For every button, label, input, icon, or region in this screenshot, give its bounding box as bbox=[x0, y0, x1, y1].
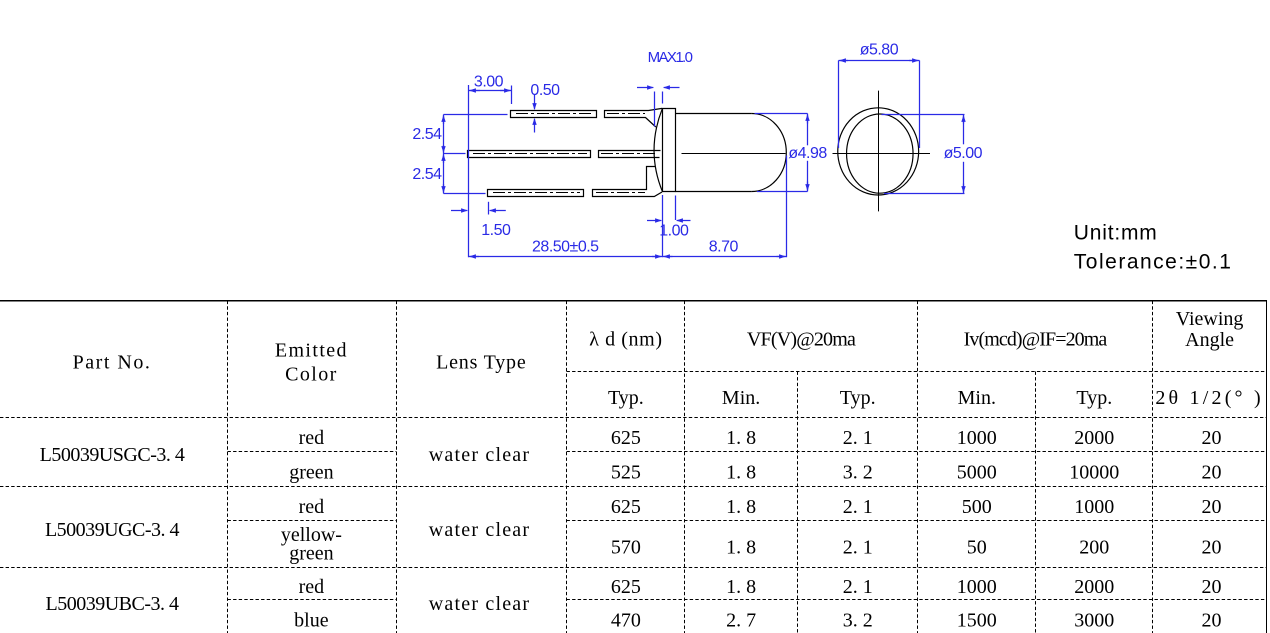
svg-text:500: 500 bbox=[962, 496, 992, 518]
svg-text:Color: Color bbox=[285, 364, 338, 386]
svg-text:50: 50 bbox=[967, 536, 987, 558]
svg-text:1000: 1000 bbox=[1074, 496, 1114, 518]
svg-text:625: 625 bbox=[611, 427, 641, 449]
svg-text:1. 8: 1. 8 bbox=[726, 536, 756, 558]
svg-text:20: 20 bbox=[1202, 576, 1222, 598]
svg-text:3. 2: 3. 2 bbox=[843, 610, 873, 632]
svg-text:470: 470 bbox=[611, 610, 641, 632]
svg-text:green: green bbox=[289, 461, 333, 483]
svg-text:1.50: 1.50 bbox=[481, 222, 511, 239]
svg-text:Unit:mm: Unit:mm bbox=[1074, 222, 1158, 245]
svg-text:2. 1: 2. 1 bbox=[843, 536, 873, 558]
svg-text:10000: 10000 bbox=[1069, 461, 1119, 483]
svg-text:3000: 3000 bbox=[1074, 610, 1114, 632]
svg-text:2.54: 2.54 bbox=[412, 126, 442, 143]
svg-text:ø5.00: ø5.00 bbox=[944, 145, 983, 162]
svg-text:2θ 1/2(° ): 2θ 1/2(° ) bbox=[1155, 387, 1263, 409]
svg-text:3.00: 3.00 bbox=[474, 74, 504, 91]
svg-text:525: 525 bbox=[611, 461, 641, 483]
svg-text:MAX1.0: MAX1.0 bbox=[648, 49, 693, 66]
svg-text:2. 1: 2. 1 bbox=[843, 427, 873, 449]
svg-text:1000: 1000 bbox=[957, 427, 997, 449]
svg-text:1500: 1500 bbox=[957, 610, 997, 632]
svg-text:water clear: water clear bbox=[429, 519, 530, 541]
svg-text:1000: 1000 bbox=[957, 576, 997, 598]
svg-text:1. 8: 1. 8 bbox=[726, 576, 756, 598]
svg-text:Min.: Min. bbox=[958, 387, 996, 409]
svg-text:625: 625 bbox=[611, 496, 641, 518]
svg-text:water clear: water clear bbox=[429, 444, 530, 466]
svg-text:Angle: Angle bbox=[1185, 329, 1234, 351]
svg-text:water clear: water clear bbox=[429, 593, 530, 615]
svg-text:red: red bbox=[299, 427, 325, 449]
svg-text:2. 1: 2. 1 bbox=[843, 576, 873, 598]
svg-text:2. 7: 2. 7 bbox=[726, 610, 756, 632]
svg-text:Typ.: Typ. bbox=[608, 387, 644, 409]
svg-text:5000: 5000 bbox=[957, 461, 997, 483]
svg-text:20: 20 bbox=[1202, 536, 1222, 558]
svg-text:Part No.: Part No. bbox=[73, 352, 152, 374]
svg-text:1.00: 1.00 bbox=[659, 222, 689, 239]
svg-text:L50039USGC-3. 4: L50039USGC-3. 4 bbox=[40, 444, 185, 466]
svg-text:1. 8: 1. 8 bbox=[726, 427, 756, 449]
svg-text:1. 8: 1. 8 bbox=[726, 461, 756, 483]
svg-text:20: 20 bbox=[1202, 427, 1222, 449]
svg-text:570: 570 bbox=[611, 536, 641, 558]
svg-text:blue: blue bbox=[294, 610, 329, 632]
svg-text:8.70: 8.70 bbox=[709, 239, 739, 256]
svg-text:20: 20 bbox=[1202, 610, 1222, 632]
svg-text:20: 20 bbox=[1202, 496, 1222, 518]
svg-text:ø4.98: ø4.98 bbox=[788, 145, 827, 162]
svg-text:red: red bbox=[299, 576, 325, 598]
svg-text:Tolerance:±0.1: Tolerance:±0.1 bbox=[1074, 251, 1233, 274]
svg-text:green: green bbox=[289, 543, 333, 565]
svg-text:Lens Type: Lens Type bbox=[436, 352, 526, 374]
svg-text:625: 625 bbox=[611, 576, 641, 598]
svg-text:3. 2: 3. 2 bbox=[843, 461, 873, 483]
svg-text:Emitted: Emitted bbox=[275, 340, 348, 362]
svg-text:2000: 2000 bbox=[1074, 427, 1114, 449]
svg-text:yellow-: yellow- bbox=[281, 524, 342, 546]
svg-text:1. 8: 1. 8 bbox=[726, 496, 756, 518]
svg-text:0.50: 0.50 bbox=[530, 82, 560, 99]
svg-text:Typ.: Typ. bbox=[1076, 387, 1112, 409]
svg-text:Viewing: Viewing bbox=[1176, 308, 1244, 330]
svg-text:200: 200 bbox=[1079, 536, 1109, 558]
svg-text:2.54: 2.54 bbox=[412, 166, 442, 183]
svg-text:2. 1: 2. 1 bbox=[843, 496, 873, 518]
svg-text:VF(V)@20ma: VF(V)@20ma bbox=[747, 329, 856, 351]
svg-text:Typ.: Typ. bbox=[840, 387, 876, 409]
svg-text:2000: 2000 bbox=[1074, 576, 1114, 598]
svg-text:Iv(mcd)@IF=20ma: Iv(mcd)@IF=20ma bbox=[964, 329, 1108, 351]
svg-text:red: red bbox=[299, 496, 325, 518]
svg-text:λ d (nm): λ d (nm) bbox=[589, 329, 662, 351]
svg-text:28.50±0.5: 28.50±0.5 bbox=[532, 239, 599, 256]
svg-text:ø5.80: ø5.80 bbox=[860, 42, 899, 59]
svg-text:L50039UGC-3. 4: L50039UGC-3. 4 bbox=[45, 519, 180, 541]
svg-text:Min.: Min. bbox=[722, 387, 760, 409]
svg-text:L50039UBC-3. 4: L50039UBC-3. 4 bbox=[46, 593, 180, 615]
svg-text:20: 20 bbox=[1202, 461, 1222, 483]
